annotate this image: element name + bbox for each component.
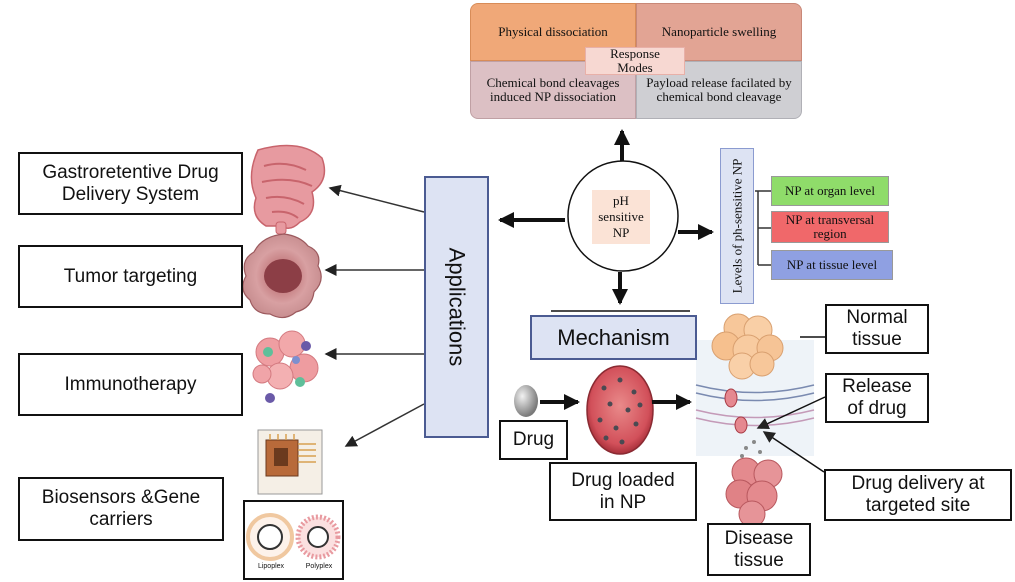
drug-loaded-np-label: Drug loaded in NP — [549, 462, 697, 521]
response-modes-panel: Physical dissociation Nanoparticle swell… — [470, 3, 802, 119]
application-biosensors-gene-carriers: Biosensors &Gene carriers — [18, 477, 224, 541]
tissue-scene — [695, 313, 815, 528]
mechanism-title: Mechanism — [530, 315, 697, 360]
release-of-drug-label: Release of drug — [825, 373, 929, 423]
drug-label: Drug — [499, 420, 568, 460]
polyplex-label: Polyplex — [305, 563, 333, 570]
response-mode-physical-dissociation: Physical dissociation — [470, 3, 636, 61]
biosensor-chip-icon — [257, 429, 323, 495]
level-tissue: NP at tissue level — [771, 250, 893, 280]
gene-carriers-panel — [243, 500, 344, 580]
tumor-cell-icon — [242, 233, 322, 319]
normal-tissue-label: Normal tissue — [825, 304, 929, 354]
lipoplex-label: Lipoplex — [257, 563, 285, 570]
response-mode-chemical-bond-cleavage: Chemical bond cleavages induced NP disso… — [470, 61, 636, 119]
applications-panel: Applications — [424, 176, 489, 438]
immune-cells-icon — [252, 330, 319, 403]
disease-tissue-label: Disease tissue — [707, 523, 811, 576]
application-tumor-targeting: Tumor targeting — [18, 245, 243, 308]
levels-bracket — [755, 190, 771, 266]
mechanism-flow — [514, 365, 692, 455]
normal-tissue-cells-icon — [711, 313, 784, 380]
level-organ: NP at organ level — [771, 176, 889, 206]
response-modes-center-label: Response Modes — [585, 47, 685, 75]
application-gastroretentive: Gastroretentive Drug Delivery System — [18, 152, 243, 215]
drug-delivery-label: Drug delivery at targeted site — [824, 469, 1012, 521]
center-node-label: pH sensitive NP — [592, 190, 650, 244]
intestine-icon — [250, 144, 326, 235]
applications-title: Applications — [444, 247, 470, 367]
disease-tissue-cells-icon — [725, 457, 783, 528]
levels-panel: Levels of ph-sensitive NP — [720, 148, 754, 304]
mechanism-pointer-arrows — [756, 336, 826, 473]
arrow-to-biosensor — [344, 403, 425, 447]
application-arrows — [324, 184, 425, 447]
application-immunotherapy: Immunotherapy — [18, 353, 243, 416]
drug-sphere-icon — [514, 385, 538, 417]
level-transversal-region: NP at transversal region — [771, 211, 889, 243]
levels-title: Levels of ph-sensitive NP — [729, 158, 745, 294]
arrow-to-gastro — [328, 184, 425, 213]
center-arrows — [498, 129, 714, 312]
